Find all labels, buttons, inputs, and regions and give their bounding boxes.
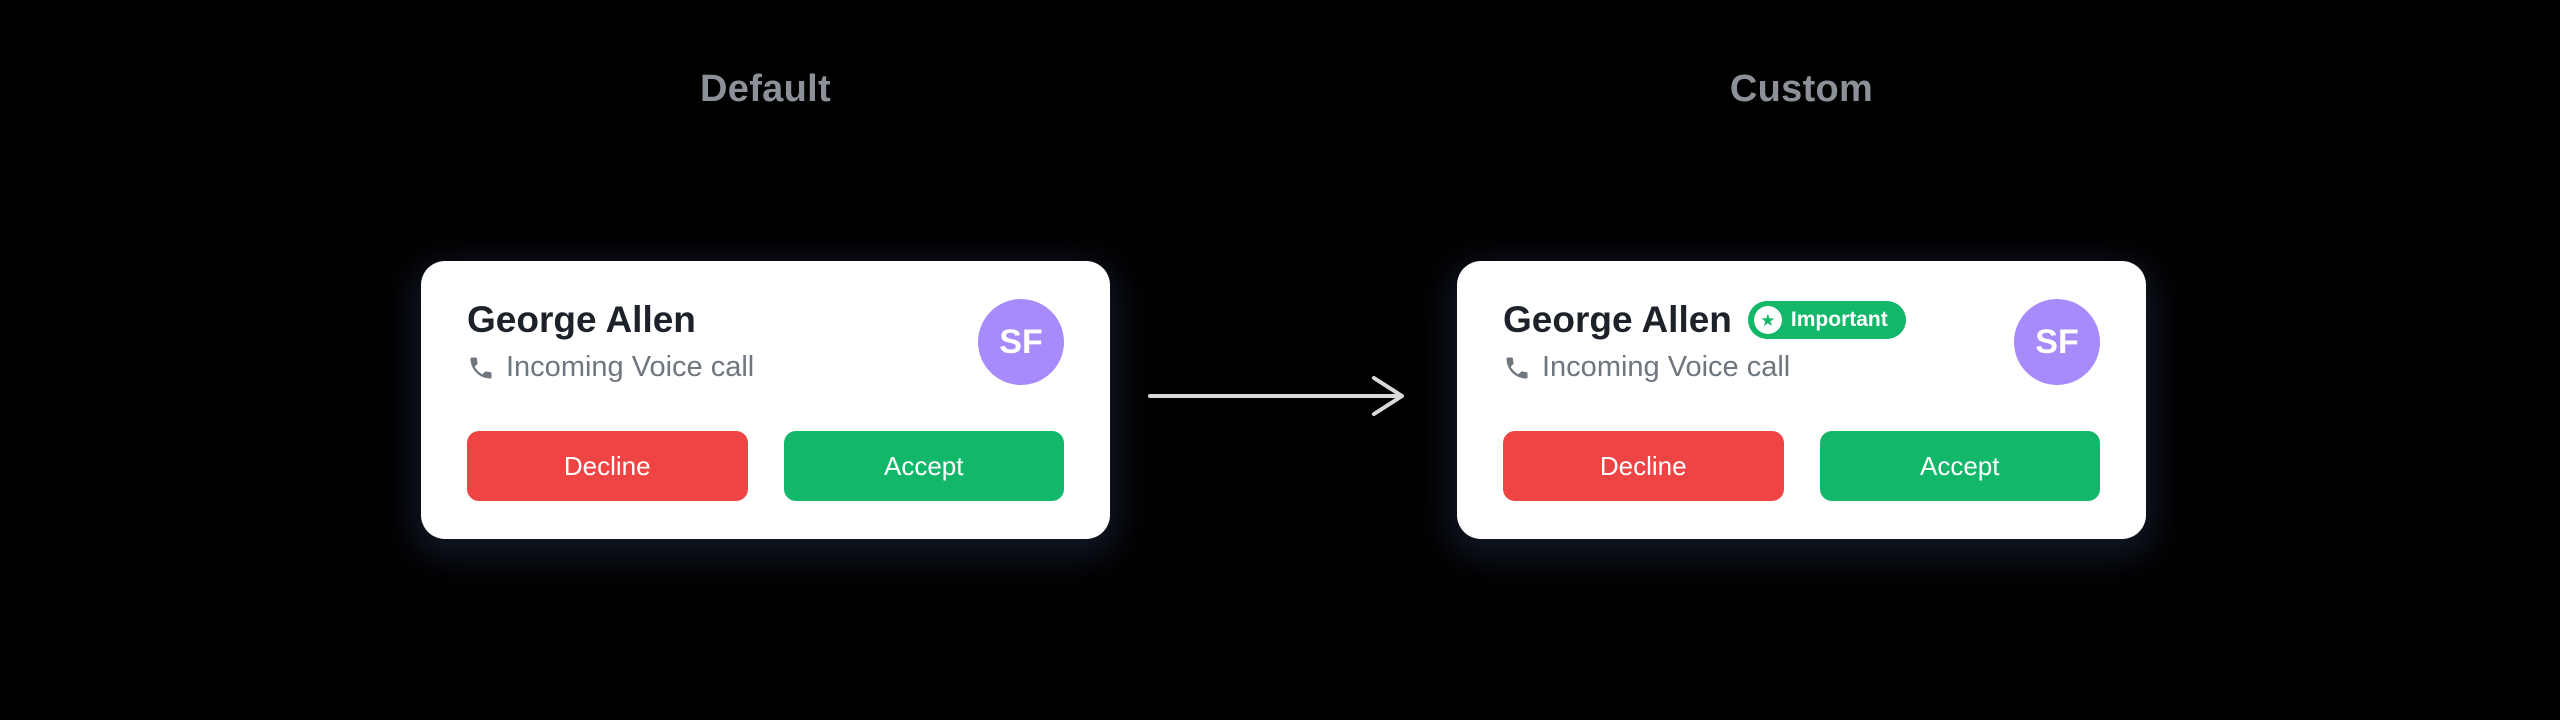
section-title-default: Default xyxy=(700,68,831,110)
call-type-label: Incoming Voice call xyxy=(506,351,755,383)
call-notification-card-default: George Allen Incoming Voice call SF Decl… xyxy=(421,261,1110,539)
accept-button[interactable]: Accept xyxy=(1819,431,2100,501)
caller-info: George Allen Incoming Voice call xyxy=(467,299,754,384)
accept-button[interactable]: Accept xyxy=(783,431,1064,501)
card-header: George Allen Incoming Voice call SF xyxy=(467,299,1064,385)
call-action-buttons: Decline Accept xyxy=(467,431,1064,501)
caller-name: George Allen xyxy=(467,299,696,340)
important-badge-label: Important xyxy=(1790,308,1888,331)
important-badge: ★ Important xyxy=(1747,301,1906,339)
section-title-custom: Custom xyxy=(1729,68,1874,110)
call-type-row: Incoming Voice call xyxy=(1503,351,1906,384)
caller-name-row: George Allen ★ Important xyxy=(1503,299,1906,341)
incoming-call-icon xyxy=(1503,354,1531,382)
caller-name: George Allen xyxy=(1503,299,1732,340)
call-type-label: Incoming Voice call xyxy=(1542,351,1791,383)
caller-name-row: George Allen xyxy=(467,299,754,341)
card-header: George Allen ★ Important Incoming Voice … xyxy=(1503,299,2100,385)
avatar: SF xyxy=(2014,299,2100,385)
decline-button[interactable]: Decline xyxy=(1503,431,1784,501)
call-action-buttons: Decline Accept xyxy=(1503,431,2100,501)
call-type-row: Incoming Voice call xyxy=(467,351,754,384)
caller-info: George Allen ★ Important Incoming Voice … xyxy=(1503,299,1906,384)
transition-arrow-icon xyxy=(1148,374,1418,418)
call-notification-card-custom: George Allen ★ Important Incoming Voice … xyxy=(1457,261,2146,539)
avatar: SF xyxy=(978,299,1064,385)
incoming-call-icon xyxy=(467,354,495,382)
star-icon: ★ xyxy=(1753,306,1782,334)
decline-button[interactable]: Decline xyxy=(467,431,748,501)
